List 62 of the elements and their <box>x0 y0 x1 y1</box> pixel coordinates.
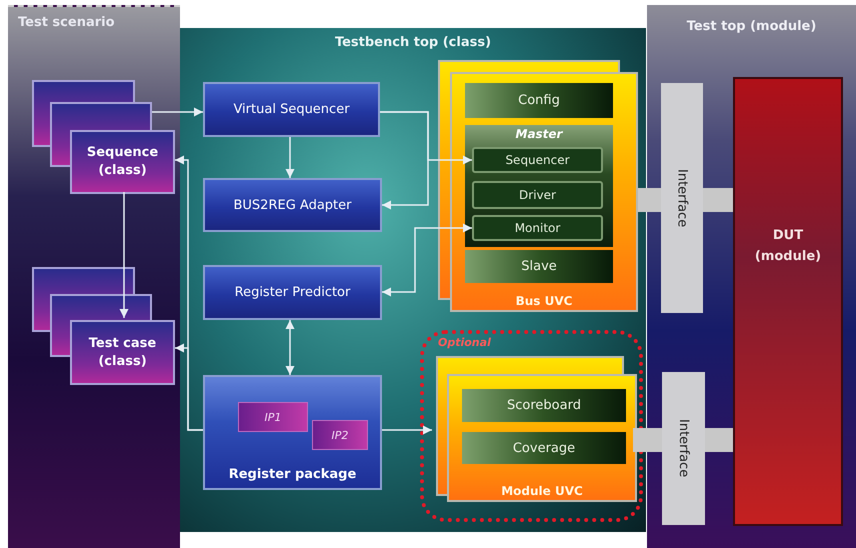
agent-box <box>465 250 613 283</box>
agent-box <box>462 432 626 464</box>
box-label: Coverage <box>512 440 576 456</box>
box-label: DUT (module) <box>754 226 822 266</box>
stacked-class-cards <box>32 267 175 385</box>
agent-box <box>472 181 603 209</box>
box-label: BUS2REG Adapter <box>234 198 352 212</box>
dut-box <box>733 77 843 526</box>
stacked-uvc-frames <box>436 356 637 502</box>
interface-label: Interface <box>674 168 690 228</box>
package-box <box>203 375 382 490</box>
component-box <box>203 178 382 232</box>
panel-title: Test top (module) <box>686 19 816 34</box>
interface-label: Interface <box>676 419 691 478</box>
agent-box <box>465 83 613 118</box>
component-box <box>203 82 380 137</box>
stacked-uvc-frames <box>438 60 638 312</box>
connector-arrow <box>382 426 432 434</box>
box-label: Slave <box>521 259 557 274</box>
interface-arrow <box>633 428 662 452</box>
scenario-panel <box>8 5 180 548</box>
box-label: Register Predictor <box>234 285 350 300</box>
interface-bar <box>661 83 703 313</box>
agent-box <box>472 215 603 241</box>
ip-tag <box>312 420 368 450</box>
connector-arrow <box>286 320 294 375</box>
box-label: Test case (class) <box>88 334 158 370</box>
box-label: Virtual Sequencer <box>233 102 350 117</box>
interface-arrow <box>703 188 733 212</box>
connector-arrow <box>120 192 128 318</box>
connector-arrow <box>175 344 203 431</box>
box-label: IP2 <box>332 428 348 442</box>
box-label: Driver <box>519 188 556 202</box>
box-label: Sequence (class) <box>86 144 160 180</box>
box-heading: Master <box>516 127 562 141</box>
connector-arrow <box>152 108 203 116</box>
box-label: IP1 <box>264 410 282 424</box>
stacked-class-cards <box>32 80 175 194</box>
interface-bar <box>662 372 705 525</box>
interface-arrow <box>638 188 661 212</box>
connector-arrow <box>382 224 472 296</box>
connector-arrow <box>380 111 472 164</box>
agent-box <box>462 389 626 422</box>
box-label: Scoreboard <box>507 398 581 413</box>
frame-title: Module UVC <box>501 484 583 498</box>
region-label: Optional <box>438 336 491 349</box>
ip-tag <box>238 402 308 432</box>
panel-title: Testbench top (class) <box>334 35 492 50</box>
box-label: Register package <box>228 467 356 482</box>
master-box <box>465 125 613 247</box>
interface-arrow <box>705 428 733 452</box>
box-label: Sequencer <box>505 153 570 167</box>
connector-arrow <box>286 137 294 178</box>
testbench-panel <box>180 28 646 532</box>
box-label: Monitor <box>514 221 560 235</box>
panel-title: Test scenario <box>18 15 115 30</box>
frame-title: Bus UVC <box>516 294 572 308</box>
box-label: Config <box>518 93 560 108</box>
component-box <box>203 265 382 320</box>
optional-region <box>420 330 643 522</box>
test-top-panel <box>647 5 856 548</box>
agent-box <box>472 147 603 173</box>
